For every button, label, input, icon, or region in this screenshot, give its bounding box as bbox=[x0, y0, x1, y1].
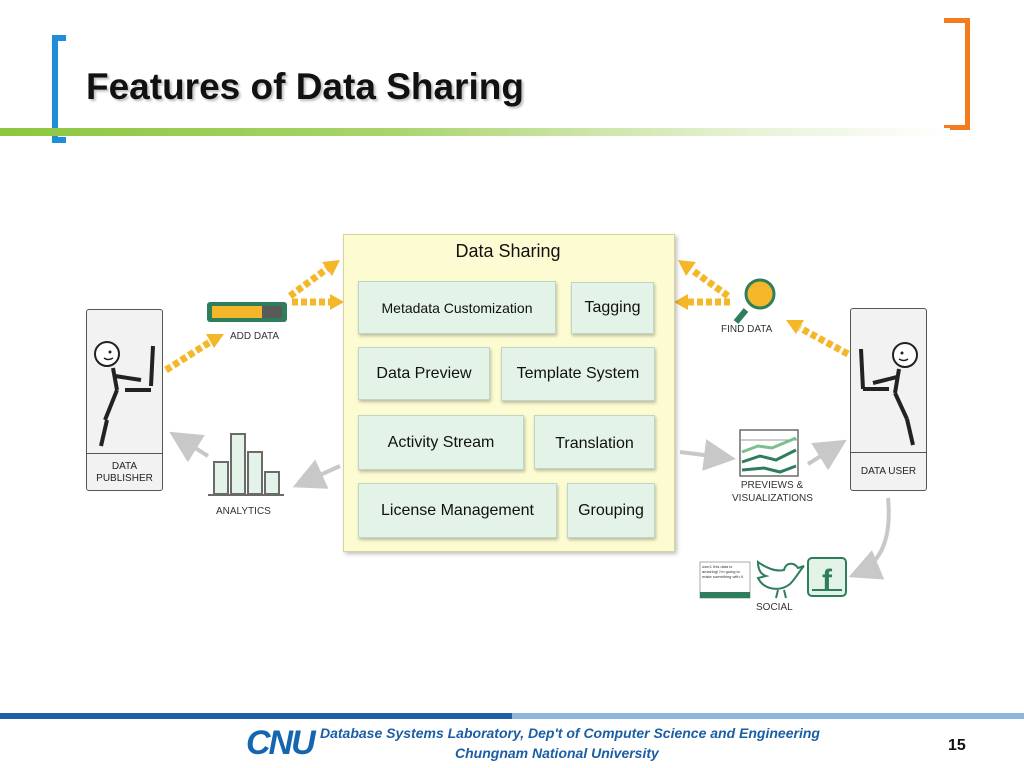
slide-title: Features of Data Sharing bbox=[86, 66, 524, 107]
user-arrow-head bbox=[786, 320, 804, 334]
previews-label-line1: PREVIEWS & bbox=[740, 480, 804, 491]
previews-to-user-arrow bbox=[806, 439, 847, 471]
user-stick-figure-icon bbox=[859, 342, 918, 446]
footer-bar-right bbox=[512, 713, 1024, 719]
feature-template-system[interactable]: Template System bbox=[501, 347, 655, 401]
publisher-stick-figure-icon bbox=[94, 341, 155, 447]
feature-license-management[interactable]: License Management bbox=[358, 483, 557, 538]
tweet-text: user1 this data is amazing! I'm going to… bbox=[702, 564, 744, 579]
tweet-card-icon bbox=[699, 561, 751, 599]
find-data-arrow-left-head bbox=[674, 294, 688, 310]
analytics-chart-icon bbox=[213, 433, 280, 495]
feature-data-preview[interactable]: Data Preview bbox=[358, 347, 490, 400]
feature-activity-stream[interactable]: Activity Stream bbox=[358, 415, 524, 470]
footer-university: Chungnam National University bbox=[455, 745, 659, 761]
find-data-label: FIND DATA bbox=[721, 324, 773, 335]
feature-grouping[interactable]: Grouping bbox=[567, 483, 655, 538]
user-label: DATA USER bbox=[860, 466, 917, 477]
title-underline bbox=[0, 128, 950, 136]
user-to-find-data-arrow bbox=[798, 324, 850, 358]
data-user-card: DATA USER bbox=[850, 308, 927, 491]
find-data-arrow-up-head bbox=[678, 260, 696, 276]
feature-metadata-customization[interactable]: Metadata Customization bbox=[358, 281, 556, 334]
panel-to-previews-arrow bbox=[679, 439, 736, 471]
add-data-label: ADD DATA bbox=[230, 331, 280, 342]
search-magnifier-icon bbox=[733, 278, 776, 324]
data-publisher-card: DATA PUBLISHER bbox=[86, 309, 163, 491]
panel-title: Data Sharing bbox=[455, 241, 561, 261]
footer-lab-name: Database Systems Laboratory, Dep't of Co… bbox=[320, 725, 820, 741]
right-bracket-decoration bbox=[944, 18, 970, 130]
twitter-bird-icon bbox=[756, 560, 805, 599]
publisher-label-line1: DATA bbox=[111, 461, 138, 472]
cnu-logo: CNU bbox=[246, 724, 316, 762]
feature-translation[interactable]: Translation bbox=[534, 415, 655, 469]
add-data-arrow-right-head bbox=[330, 294, 344, 310]
publisher-arrow-head bbox=[206, 334, 224, 348]
add-data-arrow-up bbox=[287, 265, 331, 299]
previews-label-line2: VISUALIZATIONS bbox=[732, 493, 813, 504]
facebook-icon: f bbox=[807, 557, 847, 597]
previews-chart-icon bbox=[739, 429, 799, 477]
social-label: SOCIAL bbox=[756, 602, 793, 613]
publisher-label-line2: PUBLISHER bbox=[96, 473, 153, 484]
analytics-label: ANALYTICS bbox=[216, 506, 271, 517]
panel-to-analytics-arrow bbox=[292, 459, 341, 489]
publisher-to-add-data-arrow bbox=[164, 339, 212, 373]
left-bracket-decoration bbox=[52, 35, 66, 143]
user-to-social-arrow bbox=[848, 497, 891, 580]
page-number: 15 bbox=[948, 737, 966, 754]
feature-tagging[interactable]: Tagging bbox=[571, 282, 654, 334]
footer-bar-left bbox=[0, 713, 512, 719]
find-data-arrow-up bbox=[689, 267, 731, 299]
add-data-arrow-up-head bbox=[322, 260, 340, 276]
svg-text:f: f bbox=[822, 564, 833, 597]
analytics-to-publisher-arrow bbox=[169, 431, 210, 463]
